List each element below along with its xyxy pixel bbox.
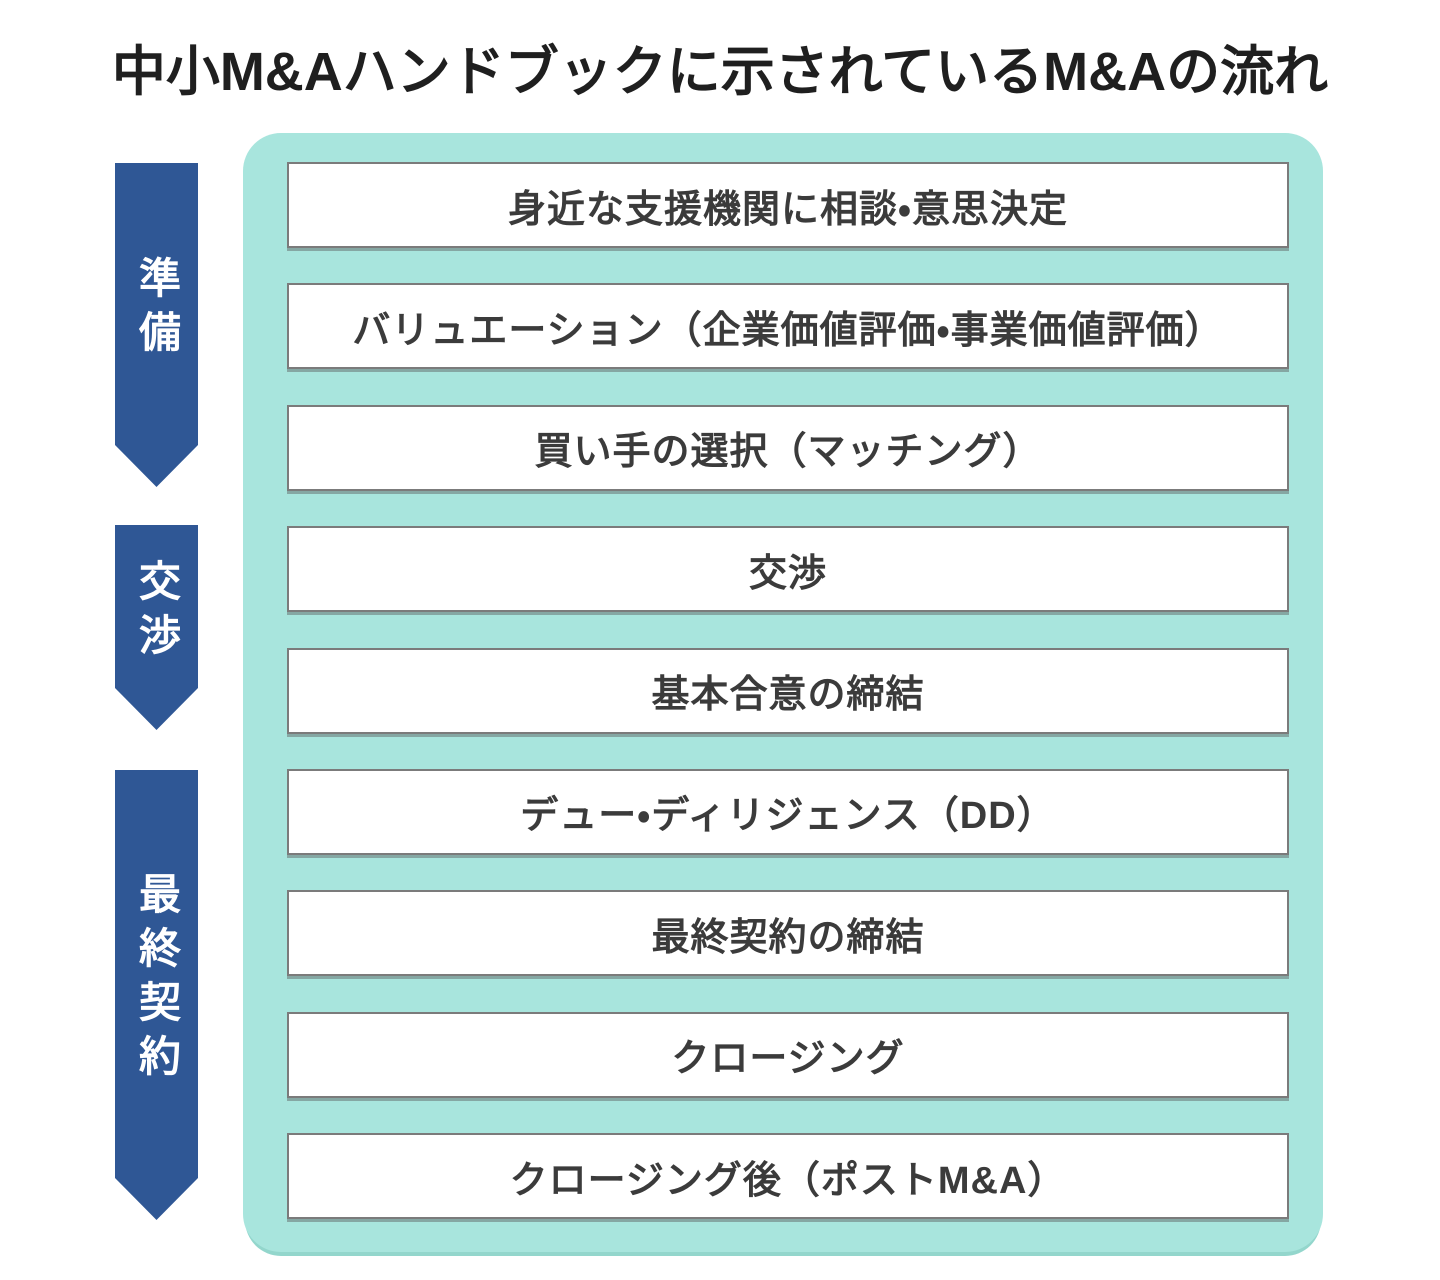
flow-step-negotiation: 交渉: [287, 526, 1289, 613]
flow-step-consultation: 身近な支援機関に相談・意思決定: [287, 162, 1289, 248]
flow-step-label: 交渉: [748, 552, 827, 595]
flow-step-valuation: バリュエーション（企業価値評価・事業価値評価）: [287, 283, 1289, 370]
diagram-title: 中小M&Aハンドブックに示されているM&Aの流れ: [111, 42, 1329, 102]
phase-arrow-preparation-label: 準備: [133, 256, 181, 364]
flow-step-label: クロージング: [671, 1038, 905, 1081]
flow-step-basic-agreement: 基本合意の締結: [287, 647, 1289, 734]
flow-step-label: デュー・ディリジェンス（DD）: [520, 795, 1056, 838]
phase-arrow-final-contract: 最終契約: [115, 770, 198, 1220]
flow-step-label: 買い手の選択（マッチング）: [534, 431, 1042, 474]
flow-step-post-closing: クロージング後（ポストM&A）: [287, 1133, 1289, 1219]
flow-step-buyer-matching: 買い手の選択（マッチング）: [287, 404, 1289, 491]
flow-step-label: クロージング後（ポストM&A）: [509, 1159, 1067, 1202]
flow-step-final-contract: 最終契約の締結: [287, 890, 1289, 977]
phase-arrow-negotiation-label: 交渉: [133, 558, 181, 667]
flow-step-label: 基本合意の締結: [651, 674, 925, 716]
flow-step-closing: クロージング: [287, 1011, 1289, 1098]
flow-step-due-diligence: デュー・ディリジェンス（DD）: [287, 768, 1289, 855]
phase-arrow-preparation: 準備: [115, 163, 198, 487]
flow-step-label: 身近な支援機関に相談・意思決定: [508, 188, 1068, 231]
flow-step-label: 最終契約の締結: [651, 916, 925, 959]
phase-arrow-final-contract-label: 最終契約: [133, 872, 181, 1088]
phase-arrow-negotiation: 交渉: [115, 525, 198, 730]
steps-panel: 身近な支援機関に相談・意思決定 バリュエーション（企業価値評価・事業価値評価） …: [243, 133, 1323, 1252]
flow-step-label: バリュエーション（企業価値評価・事業価値評価）: [352, 309, 1224, 352]
